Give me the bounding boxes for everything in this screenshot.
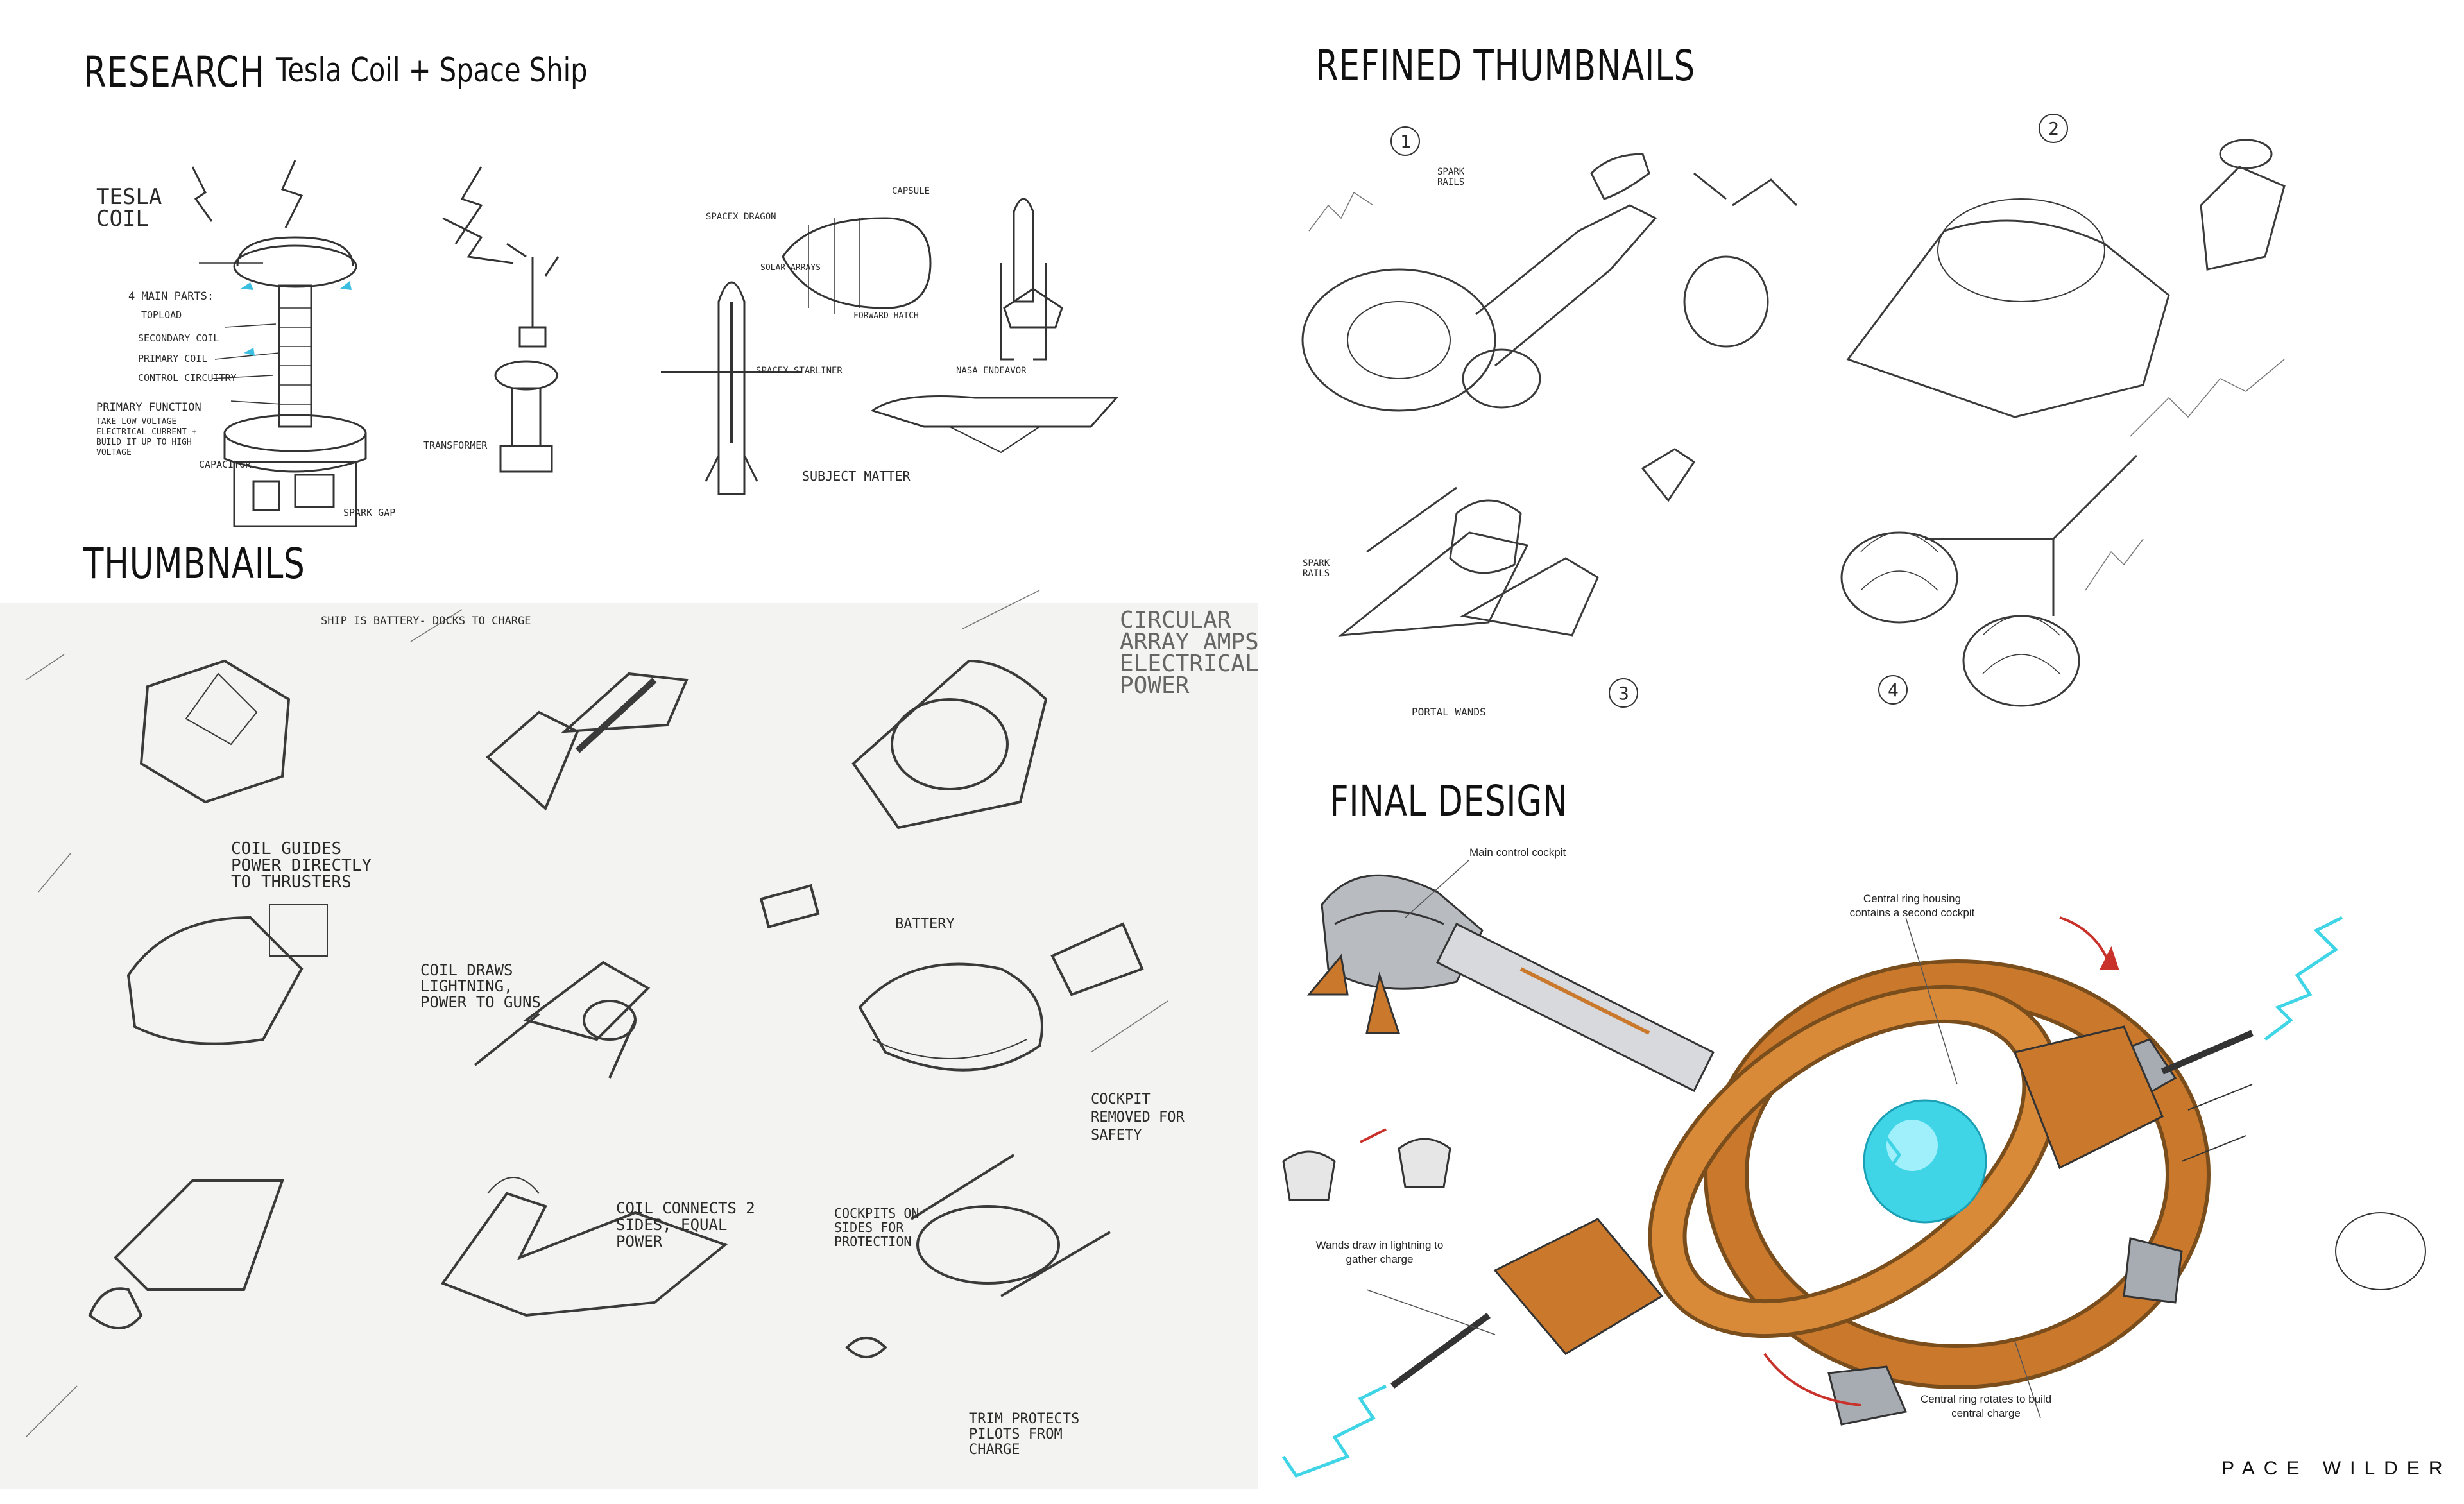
transformer-label: TRANSFORMER	[424, 440, 488, 451]
thumbnails-sheet: SHIP IS BATTERY- DOCKS TO CHARGE CIRCULA…	[0, 590, 1259, 1489]
central-rotates-note: Central ring rotates to build central ch…	[1920, 1393, 2052, 1419]
research-subtitle: Tesla Coil + Space Ship	[276, 51, 588, 90]
trim-protects-note: TRIM PROTECTS PILOTS FROM CHARGE	[969, 1411, 1080, 1458]
main-cockpit-note: Main control cockpit	[1469, 846, 1566, 859]
refined-number-2: 2	[2048, 118, 2059, 139]
secondary-coil-label: SECONDARY COIL	[138, 332, 219, 344]
topload-label: TOPLOAD	[141, 309, 182, 321]
tesla-coil-title: TESLA COIL	[96, 184, 162, 232]
spacex-dragon-label: SPACEX DRAGON	[706, 212, 776, 222]
control-circuitry-label: CONTROL CIRCUITRY	[138, 372, 237, 384]
capacitor-label: CAPACITOR	[199, 459, 252, 470]
spaceship-research-drawing	[705, 198, 1119, 495]
nasa-endeavor-label: NASA ENDEAVOR	[956, 366, 1027, 376]
cockpit-removed-note: COCKPIT REMOVED FOR SAFETY	[1091, 1091, 1185, 1143]
primary-function-heading: PRIMARY FUNCTION	[96, 401, 201, 414]
starliner-label: SPACEX STARLINER	[756, 366, 843, 376]
thumbnails-heading: THUMBNAILS	[83, 539, 305, 588]
spaceship-research-sketch: SPACEX DRAGON CAPSULE SOLAR ARRAYS FORWA…	[680, 173, 1142, 520]
spark-rails-note-2: SPARK RAILS	[1303, 558, 1330, 579]
spark-gap-label: SPARK GAP	[343, 507, 396, 518]
coil-draws-note: COIL DRAWS LIGHTNING, POWER TO GUNS	[420, 961, 541, 1011]
final-ship-render	[1281, 859, 2426, 1478]
refined-sketches-drawing	[1301, 114, 2286, 708]
cockpits-sides-note: COCKPITS ON SIDES FOR PROTECTION	[834, 1206, 920, 1249]
capsule-label: CAPSULE	[892, 186, 930, 196]
artist-signature: PACE WILDER	[2221, 1458, 2452, 1479]
refined-number-4: 4	[1888, 679, 1899, 701]
primary-function-text: TAKE LOW VOLTAGE ELECTRICAL CURRENT + BU…	[96, 417, 197, 457]
coil-connects-note: COIL CONNECTS 2 SIDES, EQUAL POWER	[616, 1199, 755, 1251]
central-ring-note: Central ring housing contains a second c…	[1849, 893, 1975, 919]
refined-number-3: 3	[1618, 683, 1629, 704]
coil-guides-note: COIL GUIDES POWER DIRECTLY TO THRUSTERS	[231, 839, 372, 892]
final-design-illustration: Main control cockpit Central ring housin…	[1277, 828, 2451, 1495]
refined-number-1: 1	[1400, 131, 1411, 152]
battery-dock-note: SHIP IS BATTERY- DOCKS TO CHARGE	[321, 615, 531, 628]
forward-hatch-label: FORWARD HATCH	[853, 311, 919, 321]
circular-array-note: CIRCULAR ARRAY AMPS ELECTRICAL POWER	[1120, 607, 1259, 699]
tesla-coil-sketch: TESLA COIL 4 MAIN PARTS: TOPLOAD SECONDA…	[83, 141, 802, 527]
final-design-heading: FINAL DESIGN	[1330, 776, 1568, 826]
tesla-coil-drawing	[191, 160, 802, 527]
research-heading: RESEARCH	[83, 47, 265, 97]
battery-note: BATTERY	[895, 916, 955, 932]
spark-rails-note-1: SPARK RAILS	[1437, 167, 1465, 187]
refined-thumbnails-heading: REFINED THUMBNAILS	[1315, 41, 1696, 90]
thumbnail-sketches	[25, 590, 1168, 1438]
solar-arrays-label: SOLAR ARRAYS	[760, 263, 821, 273]
primary-coil-label: PRIMARY COIL	[138, 353, 208, 364]
subject-matter-label: SUBJECT MATTER	[802, 468, 911, 484]
portal-wands-note: PORTAL WANDS	[1412, 706, 1486, 718]
parts-heading: 4 MAIN PARTS:	[128, 290, 214, 303]
wands-note: Wands draw in lightning to gather charge	[1315, 1239, 1444, 1265]
refined-thumbnails-sketches: 1 2 3 4 SPARK RAILS SPARK RAILS PORTAL W…	[1283, 103, 2374, 744]
